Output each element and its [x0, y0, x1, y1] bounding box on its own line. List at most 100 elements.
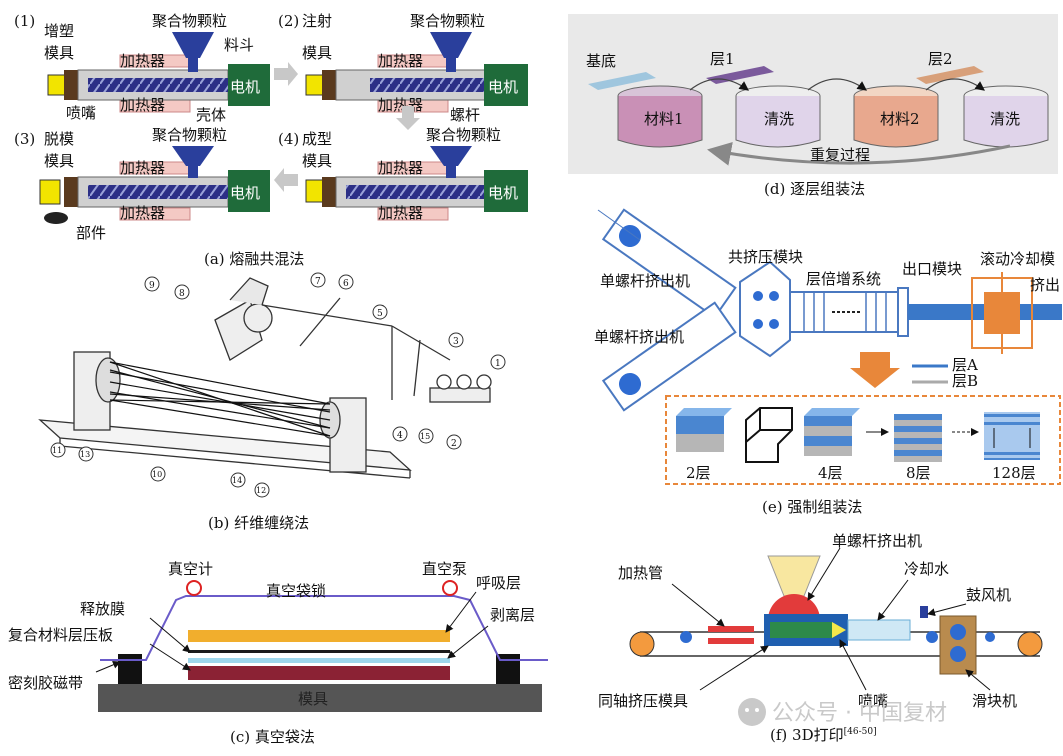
- release-film-label: 释放膜: [80, 600, 125, 618]
- motor-label-3: 电机: [230, 184, 260, 202]
- motor-label-2: 电机: [488, 78, 518, 96]
- slider-label: 滑块机: [972, 692, 1017, 710]
- heating-tube-label: 加热管: [618, 564, 663, 582]
- motor-label-1: 电机: [230, 78, 260, 96]
- caption-f: (f) 3D打印[46-50]: [770, 726, 877, 744]
- blower-icon: [920, 606, 928, 618]
- motor-label-4: 电机: [488, 184, 518, 202]
- svg-text:4: 4: [397, 431, 403, 441]
- caption-c: (c) 真空袋法: [230, 728, 315, 746]
- svg-text:3: 3: [453, 337, 459, 347]
- callout-11: 11: [50, 442, 66, 458]
- svg-text:7: 7: [315, 277, 321, 287]
- repeat-label: 重复过程: [810, 146, 870, 164]
- mold-label-4: 模具: [302, 152, 332, 170]
- panel-e-forced-assembly: 单螺杆挤出机 单螺杆挤出机 共挤压模块 层倍增系统 出口模块 滚动冷却模 挤出 …: [594, 208, 1062, 485]
- injection-machine-2: 加热器 加热器 电机 螺杆: [305, 32, 528, 124]
- extruder-lower: [601, 301, 737, 412]
- svg-text:9: 9: [149, 281, 155, 291]
- hopper-f: [767, 555, 821, 597]
- callout-9: 9: [144, 276, 160, 292]
- cooling-bath: [847, 619, 911, 641]
- callout-15: 15: [418, 428, 434, 444]
- svg-text:12: 12: [256, 486, 266, 495]
- exit-die: [897, 287, 909, 337]
- material1-label: 材料1: [644, 110, 684, 128]
- stack-8-layers: [894, 414, 942, 462]
- take-up-spool: [1017, 631, 1043, 657]
- beaker-3: [853, 85, 939, 148]
- plasticize-label: 增塑: [44, 22, 74, 40]
- heater-label-2a: 加热器: [378, 52, 423, 70]
- callout-13: 13: [78, 446, 94, 462]
- screw-label: 螺杆: [450, 106, 480, 124]
- mold-label-c: 模具: [298, 690, 328, 708]
- injection-machine-1: 加热器 加热器 电机 喷嘴 壳体: [47, 32, 270, 124]
- svg-text:6: 6: [343, 279, 349, 289]
- mold-label-3: 模具: [44, 152, 74, 170]
- panel-c-vacuum-bag: 模具 真空计 直空泵 真空袋锁 呼吸层 释放膜 剥离层 复合材料层压板 密刻胶磁…: [8, 560, 548, 712]
- material2-label: 材料2: [880, 110, 920, 128]
- svg-text:15: 15: [420, 432, 430, 441]
- caption-e: (e) 强制组装法: [762, 498, 862, 516]
- rinse2-label: 清洗: [990, 110, 1020, 128]
- layers-2-label: 2层: [686, 464, 711, 482]
- step-1-label: (1): [14, 12, 35, 30]
- stack-cross-section: [745, 407, 793, 463]
- nozzle-f-label: 喷嘴: [858, 692, 888, 710]
- caption-b: (b) 纤维缠绕法: [208, 514, 309, 532]
- extruder-upper: [601, 208, 737, 319]
- panel-b-callouts: 1 2 3 4 5 6 7 8 9 10 11 12 13 14 15: [50, 272, 506, 498]
- callout-4: 4: [392, 426, 408, 442]
- vacuum-pump-label: 直空泵: [422, 560, 467, 578]
- panel-d-layer-by-layer: 基底 层1 层2 材料1 清洗 材料2 清洗 重复过程: [568, 14, 1058, 174]
- heater-label-1a: 加热器: [120, 52, 165, 70]
- cooling-water-label: 冷却水: [904, 560, 949, 578]
- multiplier-label: 层倍增系统: [806, 270, 881, 288]
- layer2-label: 层2: [928, 50, 953, 68]
- callout-8: 8: [174, 284, 190, 300]
- svg-text:5: 5: [377, 309, 383, 319]
- sealant-tape-label: 密刻胶磁带: [8, 674, 83, 692]
- substrate-slide: [588, 72, 656, 90]
- sealant-left: [118, 654, 142, 684]
- step-3-label: (3): [14, 130, 35, 148]
- callout-12: 12: [254, 482, 270, 498]
- heater-label-4b: 加热器: [378, 204, 423, 222]
- step-4-label: (4): [278, 130, 299, 148]
- stack-128-layers: [984, 412, 1040, 460]
- step-2-label: (2): [278, 12, 299, 30]
- heater-label-4a: 加热器: [378, 159, 423, 177]
- laminate-label: 复合材料层压板: [8, 626, 113, 644]
- demold-label: 脱模: [44, 130, 74, 148]
- heater-label-1b: 加热器: [120, 96, 165, 114]
- callout-2: 2: [446, 434, 462, 450]
- form-label: 成型: [302, 130, 332, 148]
- flow-arrow-right: [274, 62, 298, 86]
- watermark-text: 公众号 · 中国复材: [772, 701, 947, 726]
- beaker-1: [617, 85, 703, 148]
- callout-5: 5: [372, 304, 388, 320]
- part-label: 部件: [76, 224, 106, 242]
- process-arrow-down: [850, 352, 900, 388]
- feed-spool: [629, 631, 655, 657]
- coextrusion-block: [739, 260, 791, 358]
- svg-text:1: 1: [495, 359, 501, 369]
- layer-panel-frame: [665, 395, 1061, 485]
- legend-b-label: 层B: [952, 372, 978, 390]
- callout-1: 1: [490, 354, 506, 370]
- layer2-slide: [916, 66, 984, 84]
- svg-text:10: 10: [152, 470, 162, 479]
- svg-text:14: 14: [232, 476, 242, 485]
- mold-base: [98, 684, 542, 712]
- extruder-edge: [597, 209, 641, 241]
- heater-label-3a: 加热器: [120, 159, 165, 177]
- callout-6: 6: [338, 274, 354, 290]
- breather-label: 呼吸层: [476, 574, 521, 592]
- callout-14: 14: [230, 472, 246, 488]
- chill-roll-label: 滚动冷却模: [980, 250, 1055, 268]
- caption-d: (d) 逐层组装法: [764, 180, 865, 198]
- coextrusion-label: 共挤压模块: [728, 248, 803, 266]
- blower-label: 鼓风机: [966, 586, 1011, 604]
